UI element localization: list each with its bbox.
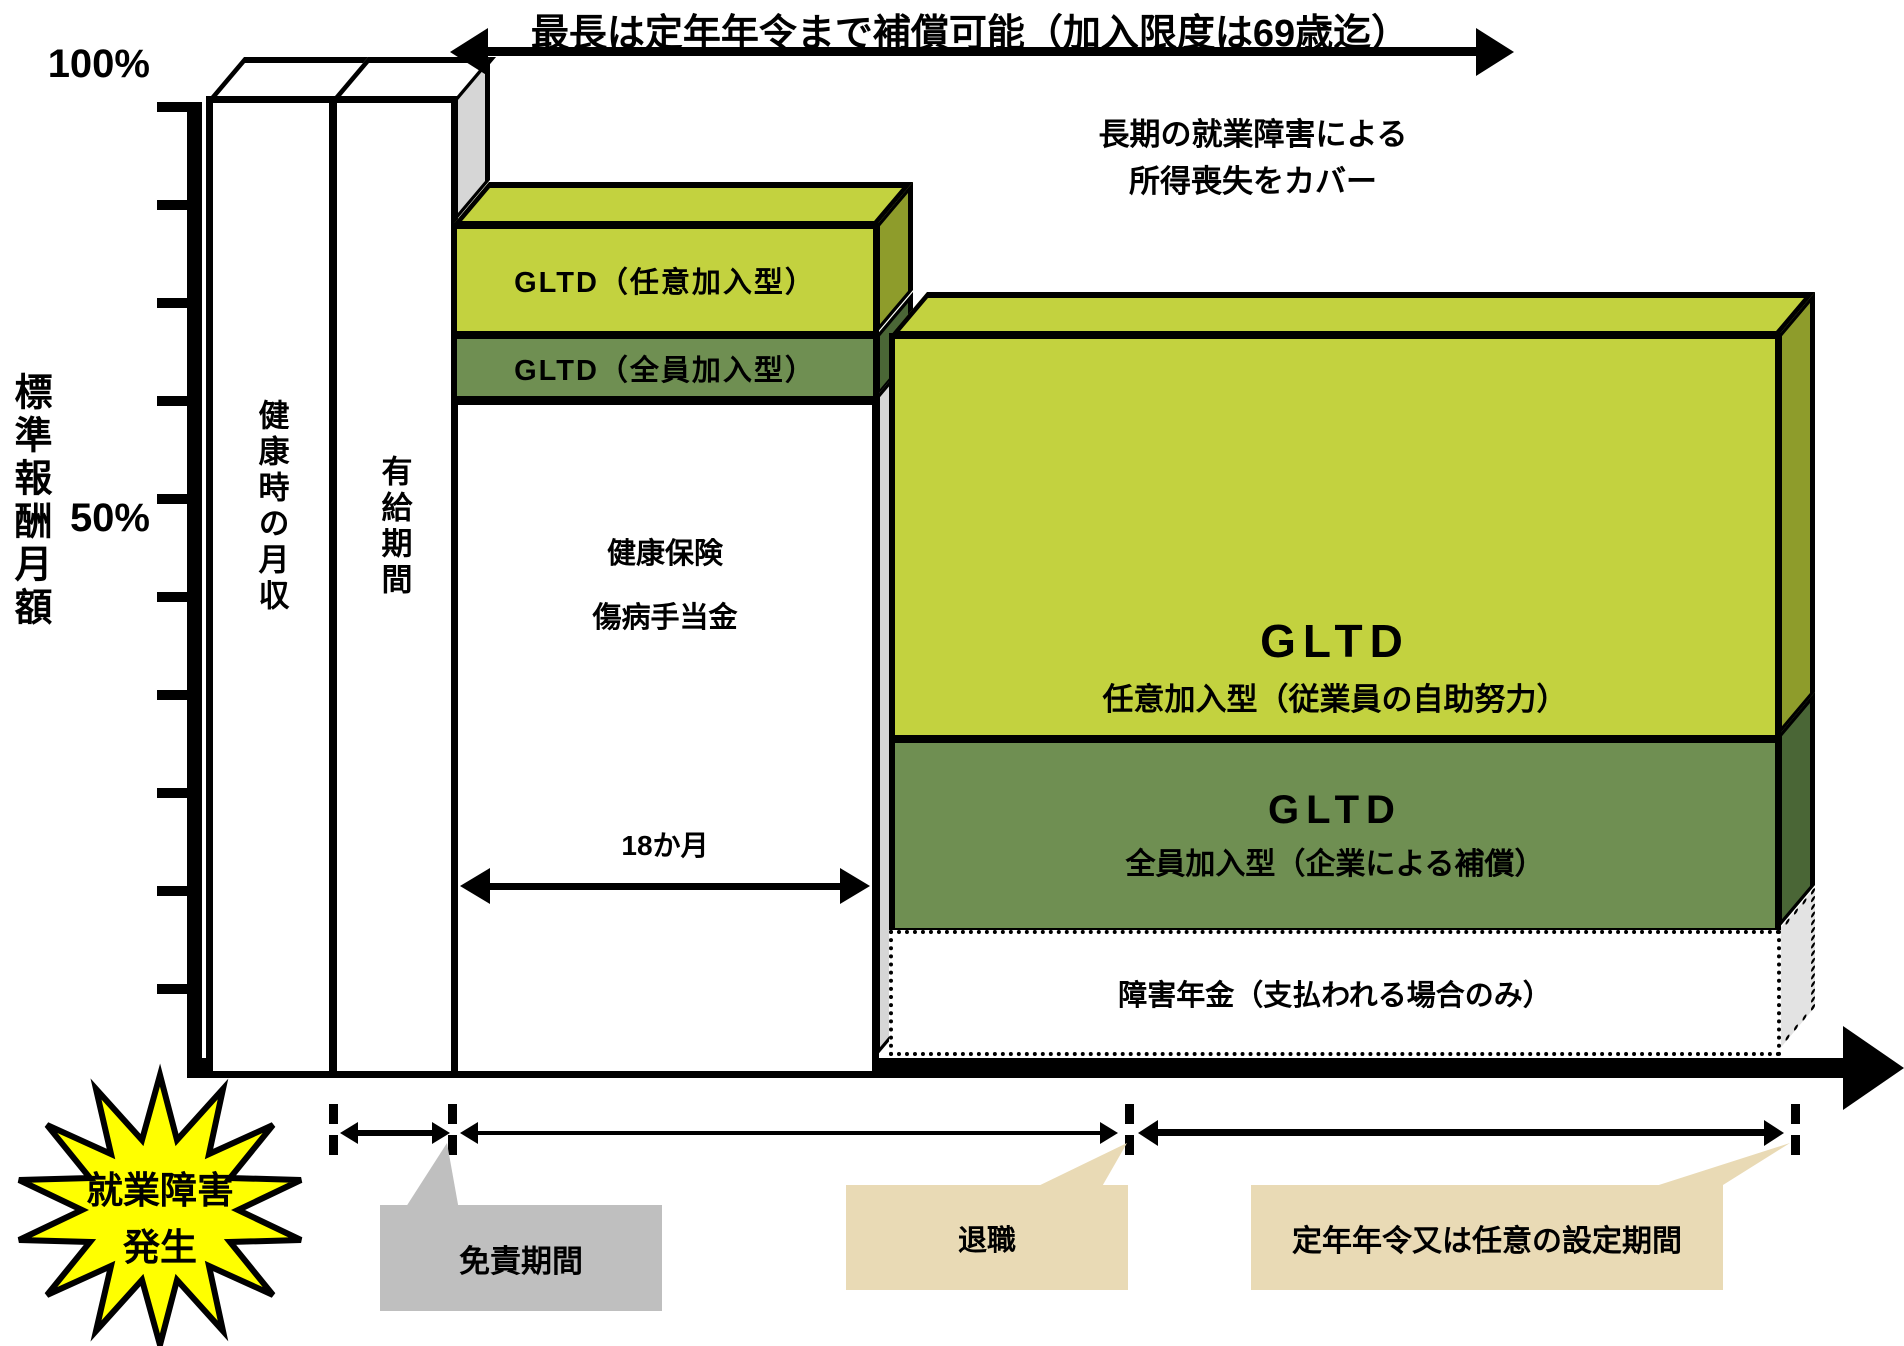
dim-arrow-3-left-head <box>1138 1120 1158 1146</box>
health-insurance-box: 健康保険 傷病手当金 <box>451 398 879 1078</box>
y-axis-tick <box>157 788 189 798</box>
exemption-period-label: 免責期間 <box>459 1243 583 1279</box>
retire-bubble-tail <box>1030 1143 1127 1190</box>
baseline-arrow-head <box>1843 1026 1904 1110</box>
duration-arrow-left-head <box>460 868 490 904</box>
y-axis-tick <box>157 494 189 504</box>
y-axis-tick <box>157 592 189 602</box>
y-axis-title: 標準報酬月額 <box>8 372 50 630</box>
dim-tick-2 <box>448 1104 457 1164</box>
health-insurance-line1: 健康保険 <box>606 538 723 570</box>
gltd-all-band-label: GLTD（全員加入型） <box>514 354 816 387</box>
y-axis-tick <box>157 200 189 210</box>
y-label-50: 50% <box>69 496 150 540</box>
y-label-100: 100% <box>47 42 150 86</box>
coverage-note-line2: 所得喪失をカバー <box>1129 163 1377 199</box>
y-axis-bar <box>187 102 202 1078</box>
y-axis-tick <box>157 396 189 406</box>
starburst-shape <box>17 1063 303 1346</box>
coverage-note: 長期の就業障害による 所得喪失をカバー <box>993 112 1513 205</box>
dim-tick-4 <box>1791 1104 1800 1164</box>
retirement-bubble: 退職 <box>846 1185 1128 1290</box>
gltd-all-band: GLTD（全員加入型） <box>451 333 879 402</box>
bar-healthy-label: 健康時の月収 <box>253 399 289 615</box>
top-arrow-line <box>482 47 1482 56</box>
dim-arrow-2-left-head <box>460 1122 478 1144</box>
starburst-label: 就業障害 発生 <box>25 1162 295 1277</box>
health-insurance-label: 健康保険 傷病手当金 <box>458 523 872 651</box>
duration-arrow-right-head <box>840 868 870 904</box>
y-axis-tick <box>157 102 189 112</box>
y-axis-tick <box>157 984 189 994</box>
dim-tick-3 <box>1125 1104 1134 1164</box>
health-insurance-line2: 傷病手当金 <box>592 601 738 634</box>
dim-arrow-2-line <box>474 1131 1108 1135</box>
top-arrow-right-head <box>1476 28 1514 76</box>
gltd-big-optional-subtitle: 任意加入型（従業員の自助努力） <box>1102 682 1568 717</box>
gltd-optional-band-label: GLTD（任意加入型） <box>514 267 816 299</box>
gltd-optional-band: GLTD（任意加入型） <box>451 223 879 337</box>
gltd-big-all-subtitle: 全員加入型（企業による補償） <box>1125 848 1545 881</box>
bar-healthy-income: 健康時の月収 <box>206 96 336 1078</box>
disability-pension-box: 障害年金（支払われる場合のみ） <box>889 930 1781 1056</box>
exemption-period-bubble: 免責期間 <box>380 1205 662 1311</box>
exemption-bubble-tail <box>404 1143 459 1210</box>
y-axis-tick <box>157 298 189 308</box>
starburst-line1: 就業障害 <box>86 1170 234 1211</box>
disability-pension-label: 障害年金（支払われる場合のみ） <box>1118 980 1552 1012</box>
gltd-big-all-box: GLTD 全員加入型（企業による補償） <box>889 737 1781 934</box>
dim-arrow-1-left-head <box>340 1122 358 1144</box>
retirement-age-label: 定年年令又は任意の設定期間 <box>1292 1224 1682 1258</box>
retirement-age-bubble: 定年年令又は任意の設定期間 <box>1251 1185 1723 1290</box>
dim-arrow-2-right-head <box>1100 1122 1118 1144</box>
dim-arrow-3-line <box>1152 1129 1772 1136</box>
retirement-label: 退職 <box>957 1224 1016 1257</box>
bar-paidleave-label: 有給期間 <box>376 455 412 599</box>
starburst-line2: 発生 <box>123 1227 197 1269</box>
duration-18m-label: 18か月 <box>621 830 709 861</box>
dim-tick-1 <box>329 1104 338 1164</box>
gltd-big-optional-box: GLTD 任意加入型（従業員の自助努力） <box>889 333 1781 741</box>
coverage-note-line1: 長期の就業障害による <box>1098 117 1408 152</box>
gltd-big-all-title: GLTD <box>1268 788 1402 832</box>
teinen-bubble-tail <box>1643 1143 1790 1190</box>
dim-arrow-3-right-head <box>1764 1120 1784 1146</box>
y-axis-tick <box>157 690 189 700</box>
y-axis-tick <box>157 886 189 896</box>
dim-arrow-1-line <box>352 1130 438 1136</box>
gltd-big-optional-title: GLTD <box>1260 615 1410 667</box>
top-arrow-left-head <box>450 28 488 76</box>
duration-arrow-line <box>478 883 852 890</box>
dim-arrow-1-right-head <box>432 1122 450 1144</box>
